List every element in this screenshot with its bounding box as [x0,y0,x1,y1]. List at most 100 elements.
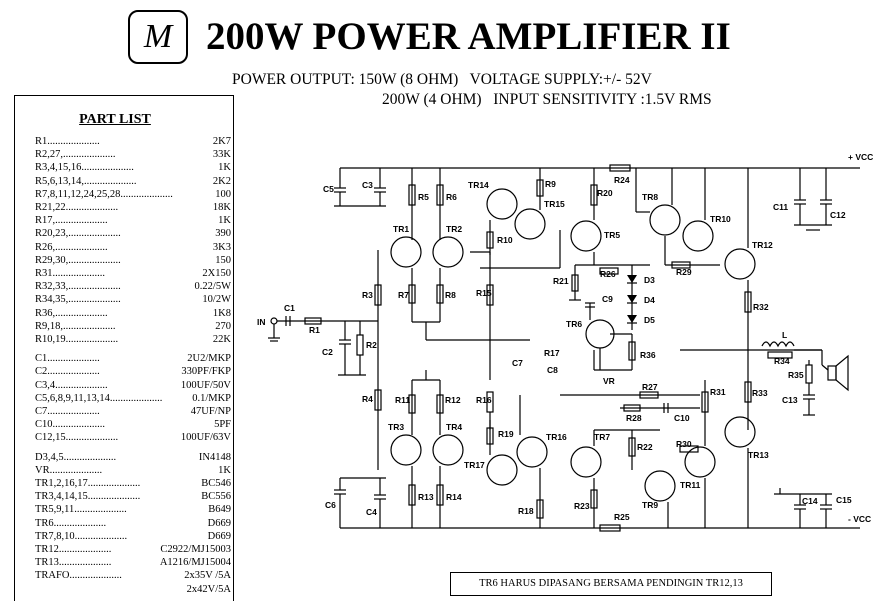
label-tr2: TR2 [446,224,462,234]
part-name: TR13.................... [35,557,112,569]
label-tr13: TR13 [748,450,769,460]
label-tr16: TR16 [546,432,567,442]
label-r9: R9 [545,179,556,189]
part-value: A1216/MJ15004 [159,557,231,569]
part-name: TR3,4,14,15.................... [35,491,141,503]
part-list-item: R29,30,....................150 [35,255,231,268]
r1-resistor [304,317,322,325]
part-list-item: C1....................2U2/MKP [35,353,231,366]
r35-resistor [805,364,813,384]
part-value: D669 [207,530,231,542]
label-c11: C11 [773,202,788,212]
part-name: C3,4.................... [35,379,108,391]
tr12-transistor [724,248,756,280]
part-value: 1K [218,162,231,174]
label-r3: R3 [362,290,373,300]
tr7-transistor [570,446,602,478]
page-title: 200W POWER AMPLIFIER II [206,15,731,58]
label-tr4: TR4 [446,422,462,432]
part-name: TR6.................... [35,517,107,529]
part-value: 0.22/5W [194,281,231,293]
part-list-item: TR5,9,11.................... B649 [35,504,231,517]
part-name: R36,.................... [35,307,108,319]
part-name: C12,15.................... [35,432,119,444]
tr11-transistor [684,446,716,478]
part-value: BC546 [201,478,231,489]
part-name: TRAFO.................... [35,570,122,582]
label-c2: C2 [322,347,333,357]
part-name: C5,6,8,9,11,13,14.................... [35,392,163,404]
label-c10: C10 [674,413,690,423]
label-r20: R20 [597,188,613,198]
label-c5: C5 [323,184,334,194]
part-list-title: PART LIST [79,112,151,127]
label-l: L [782,330,787,340]
label-r35: R35 [788,370,804,380]
part-value: D669 [207,517,231,529]
label-r11: R11 [395,395,410,405]
part-value: 100UF/50V [180,379,231,391]
part-list-item: R5,6,13,14,....................2K2 [35,176,231,189]
label-c6: C6 [325,500,336,510]
label-r2: R2 [366,340,377,350]
part-value: B649 [208,504,231,516]
part-value: 330PF/FKP [181,366,231,378]
label-r15: R15 [476,288,492,298]
part-list-item: R10,19....................22K [35,334,231,347]
label-r19: R19 [498,429,514,439]
label-r25: R25 [614,512,630,522]
part-list-item: TR13.................... A1216/MJ15004 [35,557,231,570]
tr4-transistor [432,434,464,466]
r25-resistor [599,524,621,532]
label-r36: R36 [640,350,656,360]
label-c14: C14 [802,496,818,506]
part-name: TR5,9,11.................... [35,504,127,516]
label-r12: R12 [445,395,461,405]
label-r26: R26 [600,269,616,279]
tr10-transistor [682,220,714,252]
part-name: R2,27,.................... [35,149,116,161]
logo: M [128,10,188,64]
part-value: 22K [212,334,231,345]
part-list-item: D3,4,5....................IN4148 [35,452,231,465]
r3-resistor [374,284,382,306]
part-list-item: TR6.................... D669 [35,518,231,531]
part-name: TR7,8,10.................... [35,530,128,542]
part-list-item: R32,33,.................... 0.22/5W [35,281,231,294]
tr6-transistor [585,319,615,349]
tr16-transistor [516,436,548,468]
part-value: 3K3 [212,241,231,253]
part-name: R32,33,.................... [35,281,121,293]
part-list-item: R26,....................3K3 [35,242,231,255]
label-tr15: TR15 [544,199,565,209]
part-list-item: R1....................2K7 [35,136,231,149]
r24-resistor [609,164,631,172]
part-name: VR.................... [35,464,103,476]
tr5-transistor [570,220,602,252]
part-name: D3,4,5.................... [35,451,117,463]
part-value: 10/2W [202,294,231,306]
label-tr6: TR6 [566,319,582,329]
part-list-item: R36,....................1K8 [35,308,231,321]
part-value: 2X150 [202,268,231,279]
part-list-item: TR1,2,16,17....................BC546 [35,478,231,491]
label-tr10: TR10 [710,214,731,224]
label-r14: R14 [446,492,462,502]
part-name: C10.................... [35,419,106,431]
label-c3: C3 [362,180,373,190]
part-value: 1K [218,215,231,227]
note-box: TR6 HARUS DIPASANG BERSAMA PENDINGIN TR1… [450,572,772,596]
part-list-item: C12,15....................100UF/63V [35,432,231,445]
tr9-transistor [644,470,676,502]
part-list-item: C3,4.................... 100UF/50V [35,380,231,393]
part-name: R1.................... [35,136,100,147]
label-r28: R28 [626,413,642,423]
part-name: R9,18,.................... [35,320,116,332]
part-list-item: TR7,8,10.................... D669 [35,531,231,544]
label-c7: C7 [512,358,523,368]
label-r18: R18 [518,506,534,516]
spec-block: POWER OUTPUT: 150W (8 OHM) VOLTAGE SUPPL… [232,70,712,110]
part-name: C1.................... [35,353,100,365]
